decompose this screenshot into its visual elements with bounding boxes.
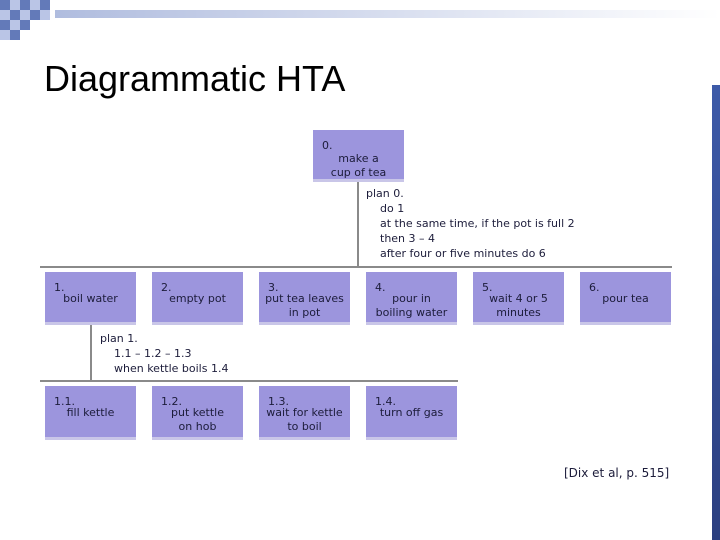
task-label: fill kettle xyxy=(66,406,115,419)
plan-step: do 1 xyxy=(380,202,405,215)
plan-heading: plan 0. xyxy=(366,187,404,200)
task-label: boil water xyxy=(63,292,118,305)
task-label: make a cup of tea xyxy=(330,152,387,179)
citation: [Dix et al, p. 515] xyxy=(564,466,670,480)
task-label: pour tea xyxy=(602,292,649,305)
task-number: 0. xyxy=(322,139,333,152)
task-number: 4. xyxy=(375,281,386,294)
task-label: wait for kettle to boil xyxy=(266,406,343,433)
level2-bus xyxy=(40,380,458,382)
plan-1: plan 1. 1.1 – 1.2 – 1.3 when kettle boil… xyxy=(100,331,228,376)
task-node-1-2: 1.2. put kettle on hob xyxy=(152,386,243,440)
task-node-1-1: 1.1. fill kettle xyxy=(45,386,136,440)
task-number: 1.4. xyxy=(375,395,396,408)
task-number: 1.2. xyxy=(161,395,182,408)
plan-step: when kettle boils 1.4 xyxy=(114,362,229,375)
task-label: pour in boiling water xyxy=(375,292,448,319)
level1-bus xyxy=(40,266,672,268)
task-node-5: 5. wait 4 or 5 minutes xyxy=(473,272,564,325)
task-node-1-4: 1.4. turn off gas xyxy=(366,386,457,440)
plan-step: 1.1 – 1.2 – 1.3 xyxy=(114,347,192,360)
task-number: 3. xyxy=(268,281,279,294)
plan-0: plan 0. do 1 at the same time, if the po… xyxy=(366,186,575,261)
task-node-6: 6. pour tea xyxy=(580,272,671,325)
task-label: put tea leaves in pot xyxy=(265,292,344,319)
task-node-1: 1. boil water xyxy=(45,272,136,325)
boil-water-connector xyxy=(90,325,92,380)
slide-title: Diagrammatic HTA xyxy=(44,58,346,99)
right-edge-bar xyxy=(712,85,720,540)
task-node-3: 3. put tea leaves in pot xyxy=(259,272,350,325)
plan-step: after four or five minutes do 6 xyxy=(380,247,546,260)
task-label: turn off gas xyxy=(379,406,444,419)
task-number: 6. xyxy=(589,281,600,294)
task-label: empty pot xyxy=(169,292,226,305)
task-number: 2. xyxy=(161,281,172,294)
plan-heading: plan 1. xyxy=(100,332,138,345)
plan-step: then 3 – 4 xyxy=(380,232,436,245)
task-label: put kettle on hob xyxy=(171,406,224,433)
task-label: wait 4 or 5 minutes xyxy=(489,292,548,319)
task-number: 1.3. xyxy=(268,395,289,408)
root-connector xyxy=(357,182,359,267)
task-number: 5. xyxy=(482,281,493,294)
task-node-1-3: 1.3. wait for kettle to boil xyxy=(259,386,350,440)
task-number: 1. xyxy=(54,281,65,294)
header-decoration xyxy=(0,0,720,40)
task-node-2: 2. empty pot xyxy=(152,272,243,325)
task-node-4: 4. pour in boiling water xyxy=(366,272,457,325)
task-node-0: 0. make a cup of tea xyxy=(313,130,404,182)
task-number: 1.1. xyxy=(54,395,75,408)
plan-step: at the same time, if the pot is full 2 xyxy=(380,217,575,230)
